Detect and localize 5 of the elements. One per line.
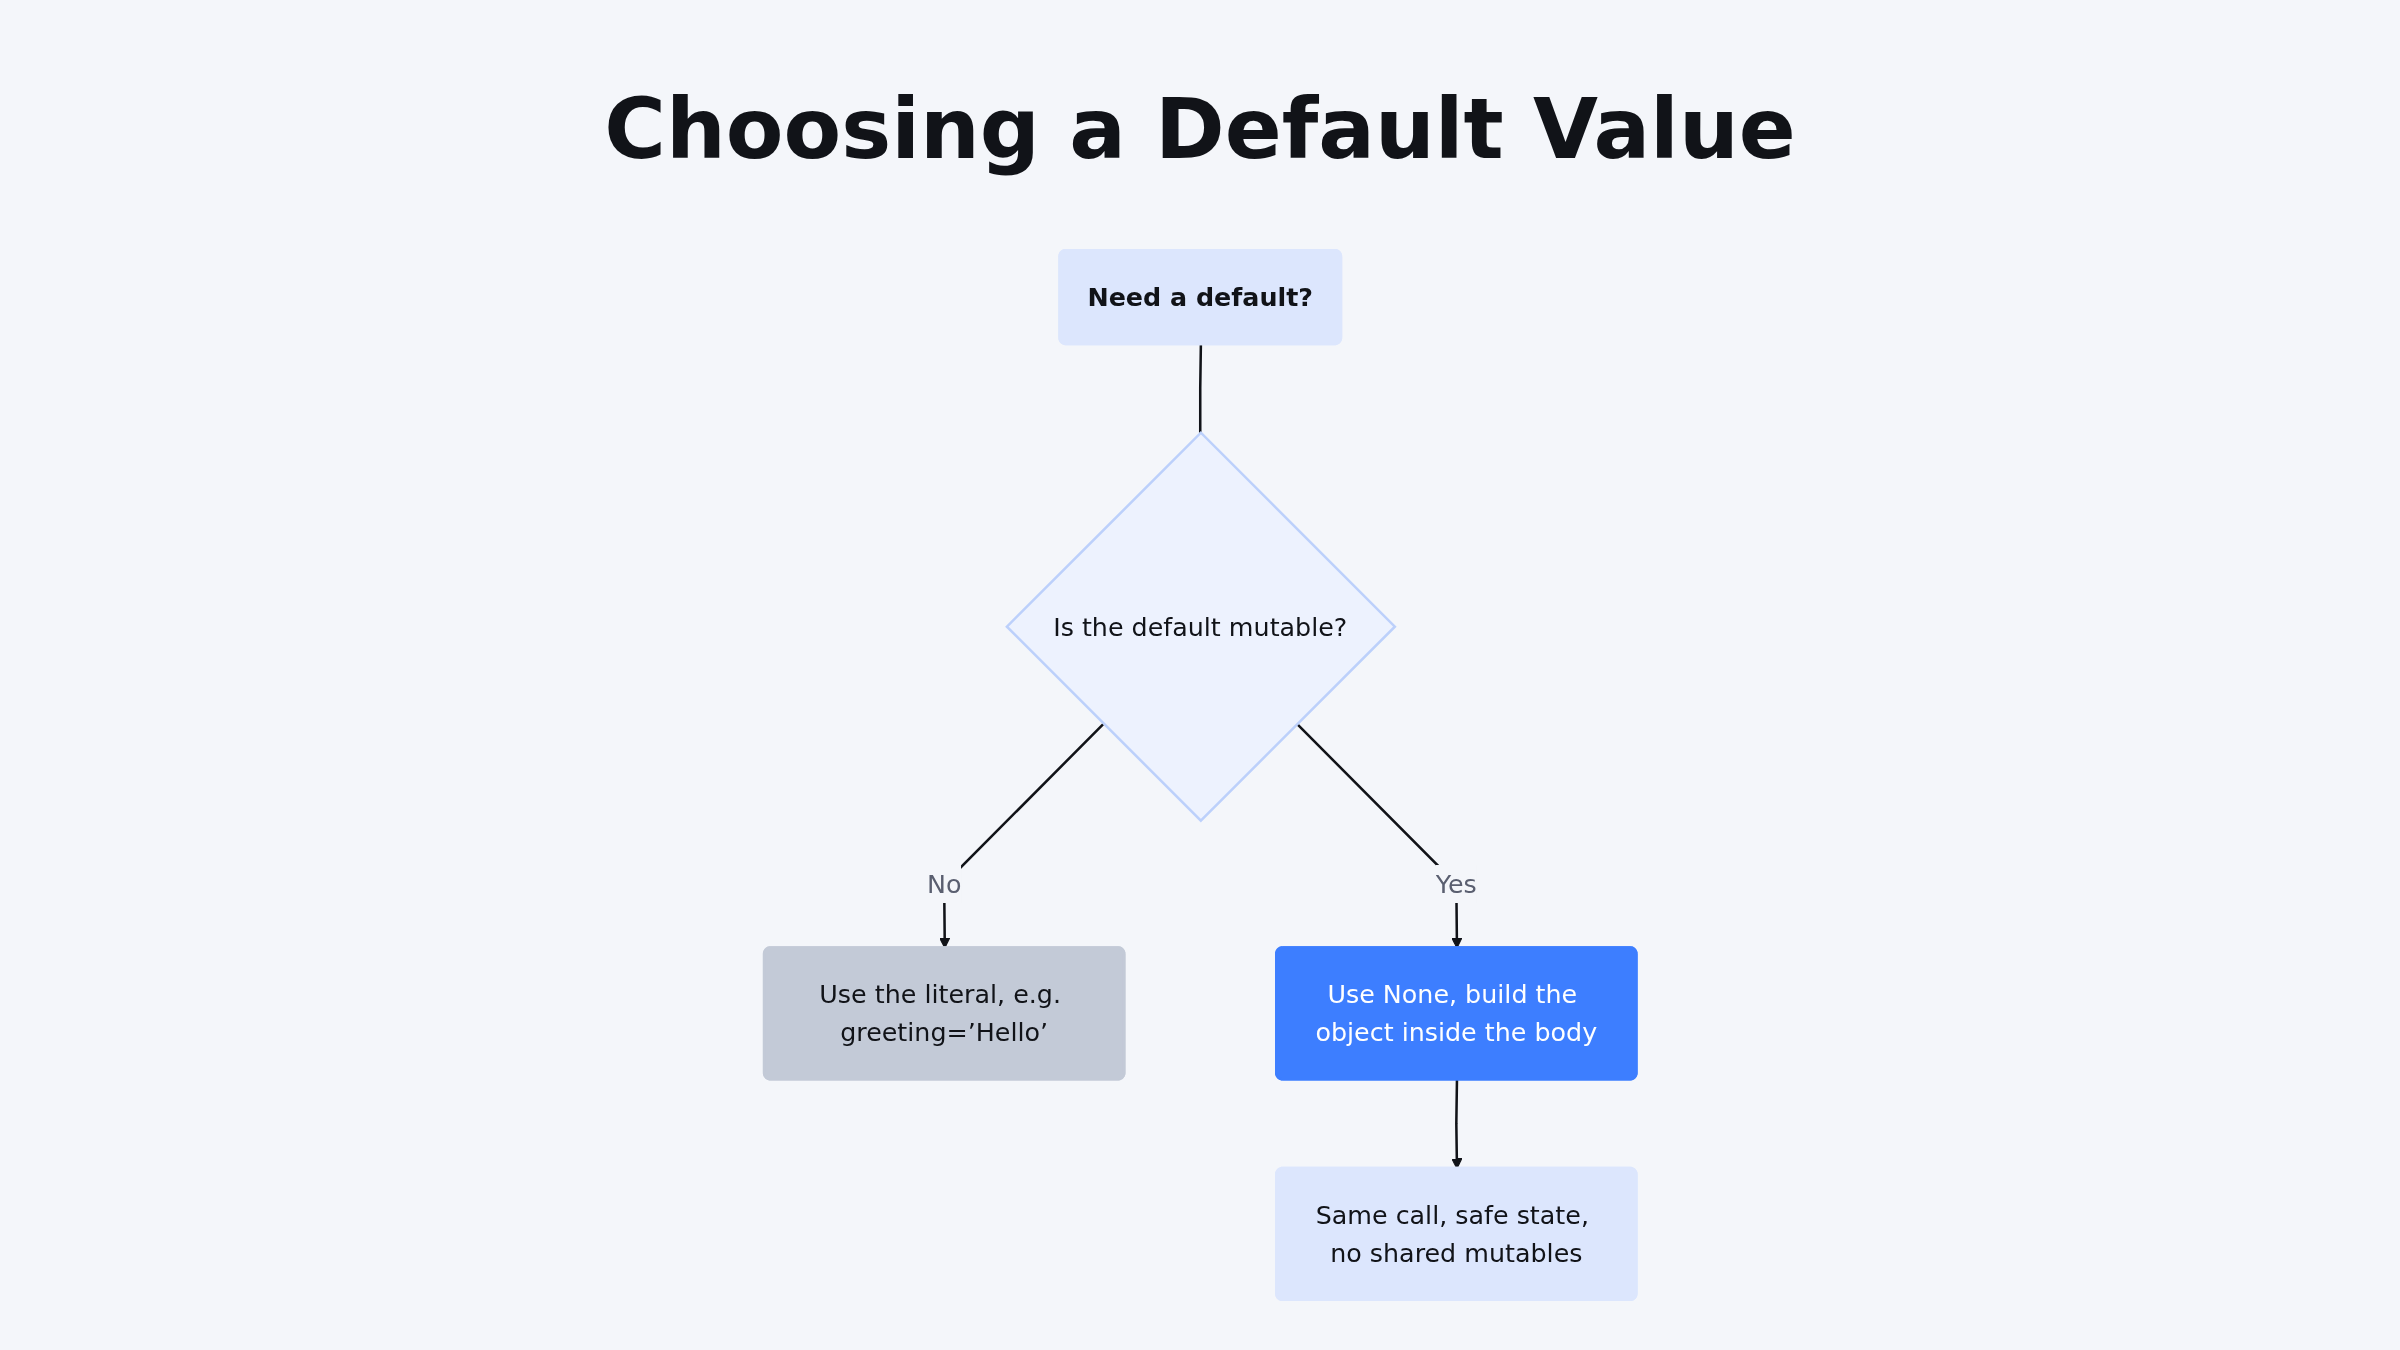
edge-label: Yes: [1435, 868, 1477, 900]
diagram-title: Choosing a Default Value: [604, 80, 1796, 178]
connector: [1198, 344, 1202, 433]
edge-label: No: [926, 868, 962, 900]
node-diamond: Is the default mutable?: [1004, 430, 1397, 823]
